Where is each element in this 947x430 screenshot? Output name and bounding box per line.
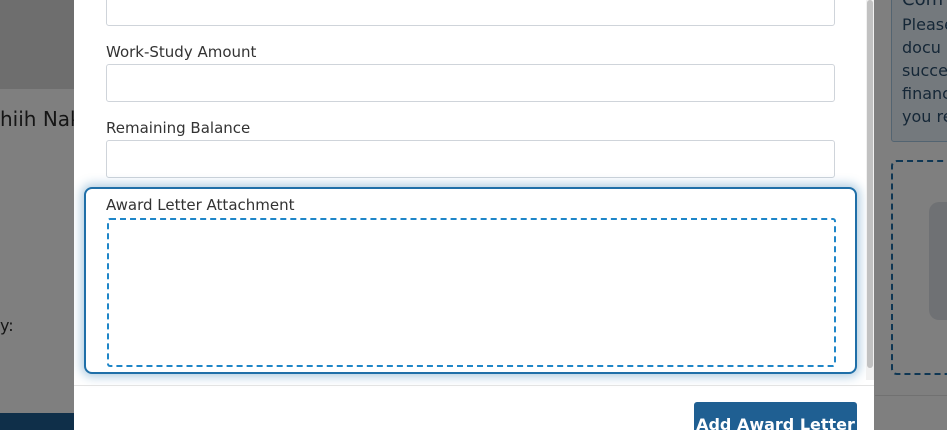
award-letter-attachment-label: Award Letter Attachment	[106, 196, 295, 214]
file-dropzone[interactable]	[107, 218, 836, 367]
award-letter-attachment-section: Award Letter Attachment	[84, 187, 857, 374]
remaining-balance-label: Remaining Balance	[106, 119, 251, 137]
work-study-amount-label: Work-Study Amount	[106, 43, 257, 61]
work-study-amount-input[interactable]	[106, 64, 835, 102]
remaining-balance-input[interactable]	[106, 140, 835, 178]
modal-scrollbar[interactable]	[866, 0, 874, 380]
award-letter-modal: Work-Study Amount Remaining Balance Awar…	[74, 0, 874, 430]
previous-amount-input[interactable]	[106, 0, 835, 26]
add-award-letter-button[interactable]: Add Award Letter	[694, 402, 857, 430]
scrollbar-thumb[interactable]	[867, 0, 873, 368]
modal-footer-divider	[74, 385, 874, 386]
